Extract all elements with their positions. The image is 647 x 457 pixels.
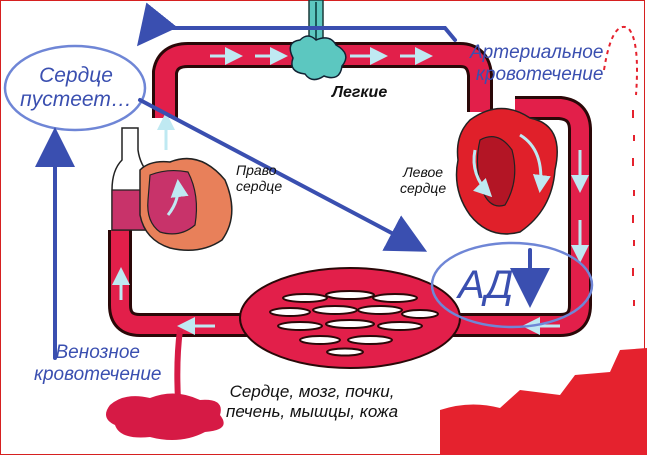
organs-label: Сердце, мозг, почки, печень, мышцы, кожа [226, 382, 398, 421]
bleeding-stream-icon [177, 330, 180, 400]
lungs-label: Легкие [332, 84, 387, 102]
capillary-bed-icon [240, 268, 460, 368]
left-heart-icon [457, 108, 558, 233]
blood-pool-icon [106, 393, 224, 440]
right-heart-label: Право сердце [236, 162, 282, 194]
left-heart-label: Левое сердце [400, 164, 446, 196]
arterial-bleeding-label: Артериальное кровотечение [470, 42, 603, 86]
right-heart-icon [140, 159, 232, 251]
arterial-spray-icon [604, 27, 637, 306]
blood-pressure-label: АД [458, 262, 513, 308]
venous-bleeding-label: Венозное кровотечение [34, 342, 162, 386]
heart-empties-label: Сердце пустеет… [12, 64, 140, 112]
arterial-pool-icon [440, 348, 647, 455]
